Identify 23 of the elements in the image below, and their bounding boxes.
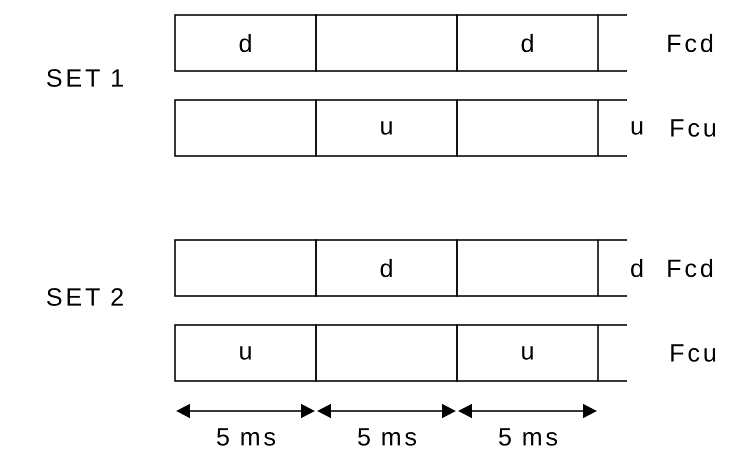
set-label: SET 1 — [47, 69, 123, 87]
set-label: SET 2 — [47, 288, 123, 306]
time-slot — [315, 324, 458, 382]
time-slot — [174, 239, 317, 297]
time-slot — [315, 14, 458, 72]
row-label: Fcu — [671, 119, 716, 137]
dimension-text: 5 ms — [217, 428, 276, 446]
time-slot — [174, 99, 317, 157]
time-slot: u — [174, 324, 317, 382]
time-slot: u — [456, 324, 599, 382]
dimension-text: 5 ms — [499, 428, 558, 446]
row-label: Fcu — [671, 344, 716, 362]
slot-letter: u — [632, 121, 642, 135]
slot-letter: d — [631, 258, 642, 278]
row-label: Fcd — [668, 258, 712, 278]
time-slot: d — [315, 239, 458, 297]
time-slot — [456, 239, 599, 297]
row-label: Fcd — [668, 34, 712, 52]
time-slot: u — [315, 99, 458, 157]
dimension-text: 5 ms — [358, 428, 416, 446]
time-slot: d — [456, 14, 599, 72]
time-slot — [456, 99, 599, 157]
time-slot: d — [174, 14, 317, 72]
